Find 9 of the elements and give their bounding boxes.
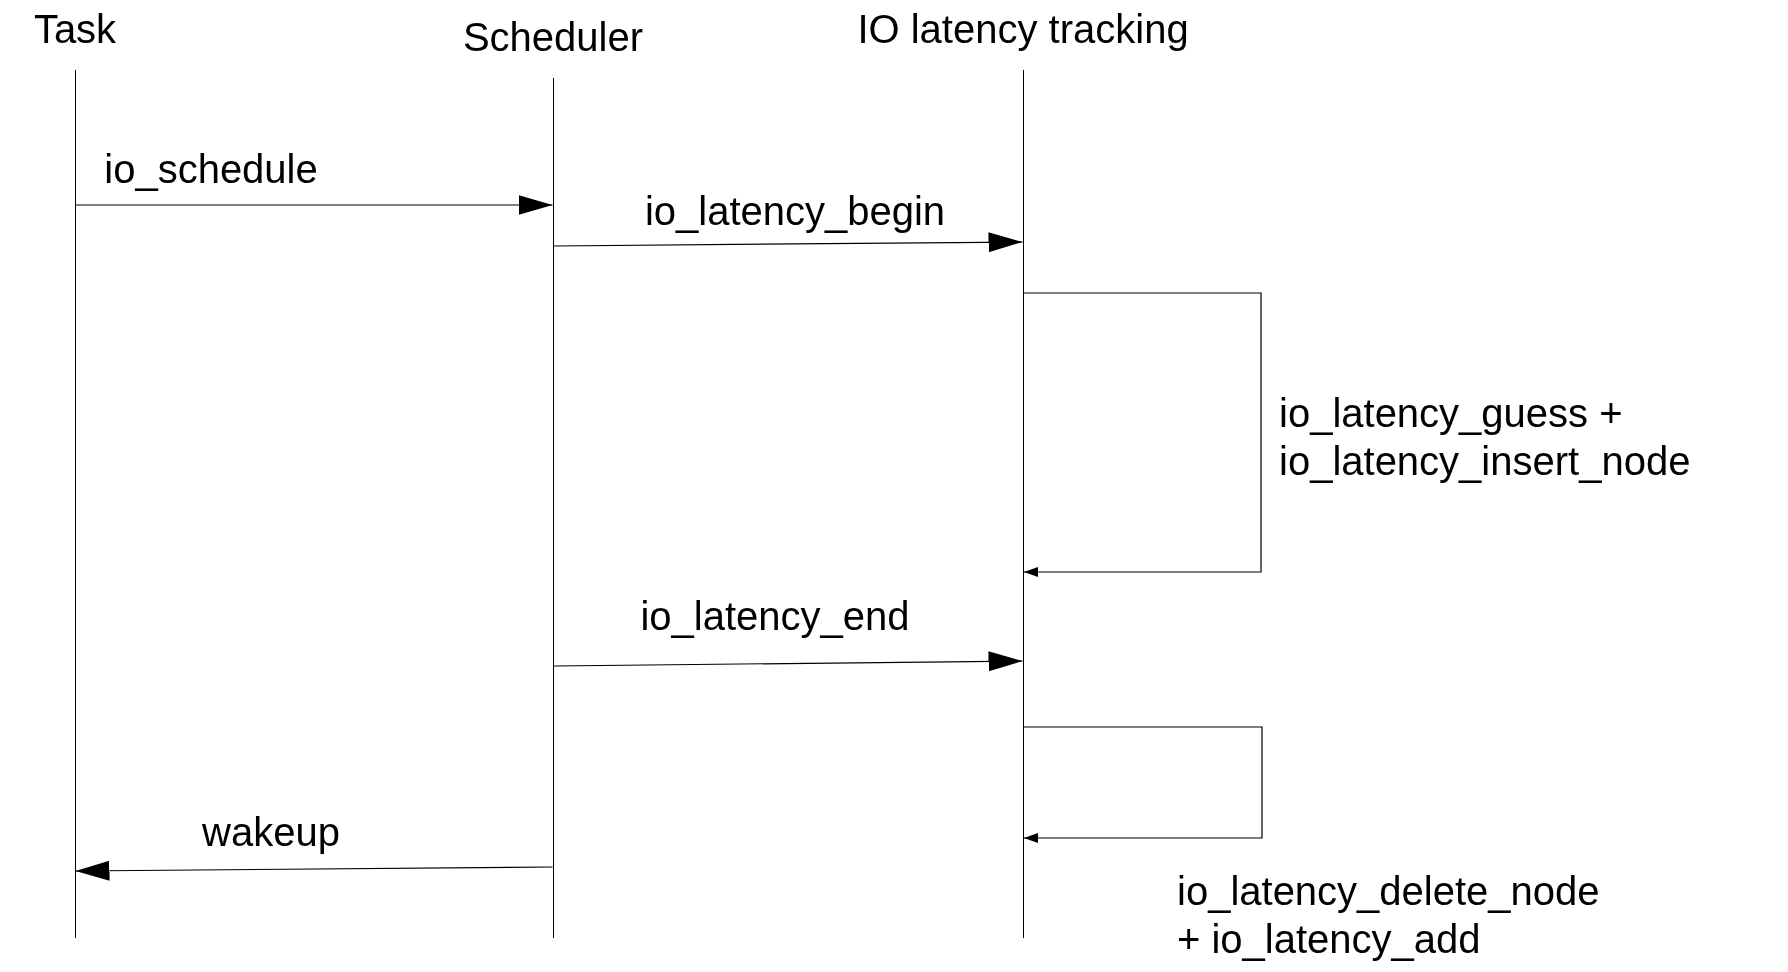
self-message-arrow: [1022, 292, 1262, 577]
message-arrow: [552, 651, 1024, 672]
lifeline-header: Task: [32, 6, 118, 52]
message-arrow: [74, 195, 554, 215]
lifeline-header: IO latency tracking: [856, 6, 1190, 52]
message-arrow: [74, 860, 554, 881]
message-arrow: [552, 232, 1024, 253]
lifeline-header: Scheduler: [461, 14, 645, 60]
self-message-arrow: [1022, 726, 1263, 843]
